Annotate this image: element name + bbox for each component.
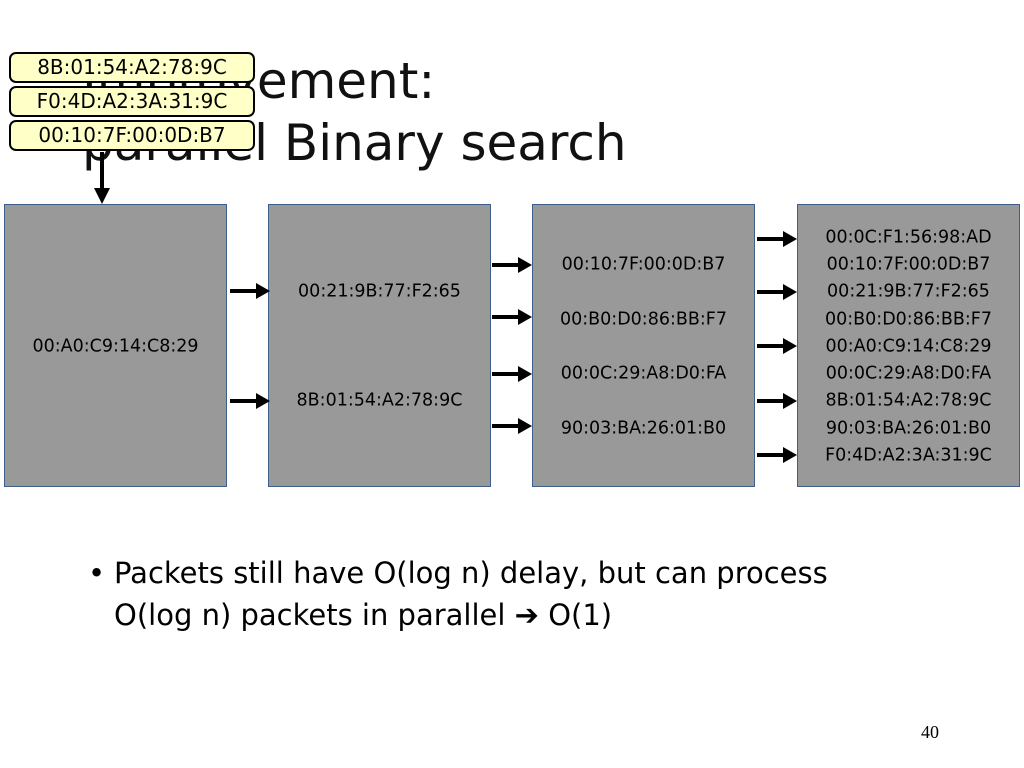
queue-down-arrow-icon: [94, 152, 110, 204]
stage-3-entry: 00:0C:29:A8:D0:FA: [560, 363, 727, 384]
right-arrow-icon: [492, 418, 532, 434]
stage-4-entry: 90:03:BA:26:01:B0: [825, 418, 992, 439]
packet-queue: 8B:01:54:A2:78:9C F0:4D:A2:3A:31:9C 00:1…: [9, 52, 255, 154]
right-arrow-icon: [492, 309, 532, 325]
bullet-line-2-start: O(log n) packets in parallel: [114, 598, 515, 632]
right-arrow-icon: [757, 284, 797, 300]
right-arrow-icon: [230, 283, 270, 299]
bullet-point: • Packets still have O(log n) delay, but…: [88, 552, 828, 636]
bullet-marker: •: [88, 556, 106, 590]
stage-1-entry: 00:A0:C9:14:C8:29: [32, 336, 199, 357]
stage-1-box: 00:A0:C9:14:C8:29: [4, 204, 227, 487]
page-number: 40: [921, 722, 939, 742]
stage-4-entry: 8B:01:54:A2:78:9C: [825, 390, 992, 411]
right-arrow-icon: [757, 447, 797, 463]
stage-4-box: 00:0C:F1:56:98:AD 00:10:7F:00:0D:B7 00:2…: [797, 204, 1020, 487]
right-arrow-icon: [757, 231, 797, 247]
right-arrow-icon: [230, 393, 270, 409]
stage-4-entry: 00:A0:C9:14:C8:29: [825, 336, 992, 357]
right-arrow-icon: [757, 393, 797, 409]
queued-packet: 00:10:7F:00:0D:B7: [9, 120, 255, 151]
bullet-line-1: Packets still have O(log n) delay, but c…: [114, 556, 828, 590]
stage-3-box: 00:10:7F:00:0D:B7 00:B0:D0:86:BB:F7 00:0…: [532, 204, 755, 487]
stage-3-entry: 90:03:BA:26:01:B0: [560, 418, 727, 439]
stage-2-box: 00:21:9B:77:F2:65 8B:01:54:A2:78:9C: [268, 204, 491, 487]
right-arrow-icon: [492, 257, 532, 273]
implies-arrow-icon: ➔: [514, 598, 539, 632]
queued-packet: F0:4D:A2:3A:31:9C: [9, 86, 255, 117]
stage-3-entry: 00:10:7F:00:0D:B7: [561, 254, 726, 275]
stage-2-entry: 8B:01:54:A2:78:9C: [296, 390, 463, 411]
stage-2-entry: 00:21:9B:77:F2:65: [298, 281, 461, 302]
stage-4-entry: 00:0C:F1:56:98:AD: [825, 227, 992, 248]
right-arrow-icon: [492, 366, 532, 382]
stage-4-entry: F0:4D:A2:3A:31:9C: [825, 445, 992, 466]
bullet-line-2: O(log n) packets in parallel ➔ O(1): [114, 594, 828, 636]
bullet-line-2-end: O(1): [538, 598, 613, 632]
stage-3-entry: 00:B0:D0:86:BB:F7: [560, 309, 727, 330]
right-arrow-icon: [757, 338, 797, 354]
stage-4-entry: 00:21:9B:77:F2:65: [827, 281, 990, 302]
stage-4-entry: 00:0C:29:A8:D0:FA: [825, 363, 992, 384]
bullet-text: Packets still have O(log n) delay, but c…: [114, 552, 828, 636]
queued-packet: 8B:01:54:A2:78:9C: [9, 52, 255, 83]
stage-4-entry: 00:10:7F:00:0D:B7: [826, 254, 991, 275]
stage-4-entry: 00:B0:D0:86:BB:F7: [825, 309, 992, 330]
